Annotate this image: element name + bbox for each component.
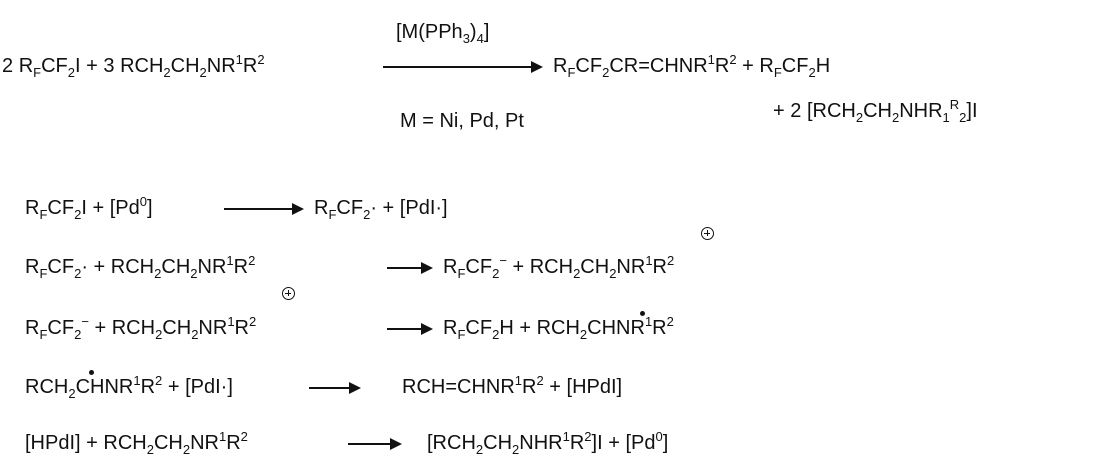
radical-dot-icon [640, 311, 645, 316]
step3-reactants: RFCF2− + RCH2CH2NR1R2 [25, 314, 257, 342]
overall-ammonium-salt: + 2 [RCH2CH2NHR1R2]I [773, 97, 978, 125]
step4-arrow [309, 382, 361, 394]
step1-reactants: RFCF2I + [Pd0] [25, 194, 153, 222]
positive-charge-icon [282, 287, 295, 300]
step4-products: RCH=CHNR1R2 + [HPdI] [402, 373, 623, 398]
step4-reactants: RCH2CHNR1R2 + [PdI·] [25, 373, 233, 401]
step2-reactants: RFCF2· + RCH2CH2NR1R2 [25, 253, 256, 281]
catalyst-label: [M(PPh3)4] [396, 21, 490, 46]
radical-dot-icon [89, 370, 94, 375]
overall-reactants: 2 RFCF2I + 3 RCH2CH2NR1R2 [2, 52, 265, 80]
step5-products: [RCH2CH2NHR1R2]I + [Pd0] [427, 429, 669, 457]
step1-products: RFCF2· + [PdI·] [314, 197, 448, 222]
step3-arrow [387, 323, 433, 335]
step5-arrow [348, 438, 402, 450]
overall-products: RFCF2CR=CHNR1R2 + RFCF2H [553, 52, 831, 80]
overall-reaction-arrow [383, 61, 543, 73]
step1-arrow [224, 203, 304, 215]
metal-condition: M = Ni, Pd, Pt [400, 110, 524, 132]
positive-charge-icon [701, 227, 714, 240]
step3-products: RFCF2H + RCH2CHNR1R2 [443, 314, 674, 342]
step5-reactants: [HPdI] + RCH2CH2NR1R2 [25, 429, 248, 457]
step2-products: RFCF2− + RCH2CH2NR1R2 [443, 253, 675, 281]
step2-arrow [387, 262, 433, 274]
